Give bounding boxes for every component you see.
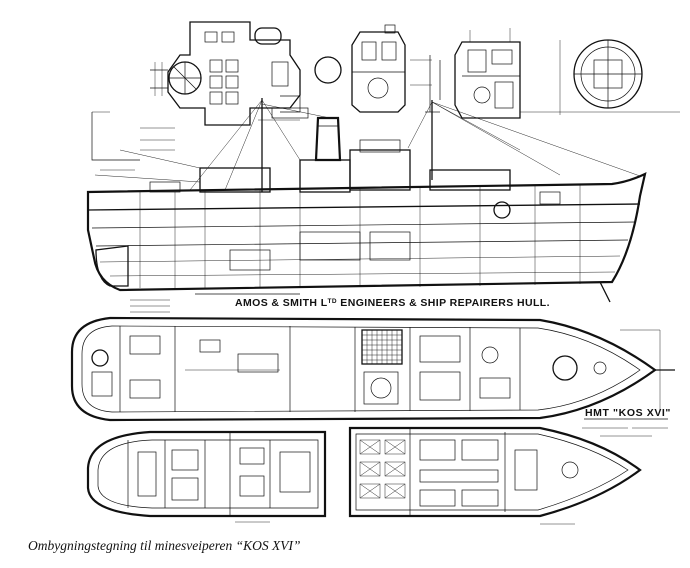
bridge-deck-plan-detail	[150, 21, 342, 126]
wheelhouse-plan-detail	[351, 24, 441, 113]
ship-profile-elevation	[86, 98, 647, 313]
deckhouse-and-platform-plan	[454, 28, 680, 119]
figure-caption: Ombygningstegning til minesveiperen “KOS…	[28, 538, 301, 553]
deckhouse-detail-plans	[150, 21, 680, 126]
ship-conversion-drawing: AMOS & SMITH LTD ENGINEERS & SHIP REPAIR…	[70, 21, 680, 525]
vessel-name: HMT "KOS XVI"	[585, 407, 671, 419]
lower-deck-plan-aft	[86, 430, 327, 523]
stern-section-detail	[91, 111, 175, 171]
main-deck-plan	[70, 316, 675, 422]
title-block: HMT "KOS XVI"	[582, 407, 671, 437]
builder-title: AMOS & SMITH LTD ENGINEERS & SHIP REPAIR…	[235, 297, 550, 309]
lower-deck-plan-fore	[348, 426, 642, 525]
